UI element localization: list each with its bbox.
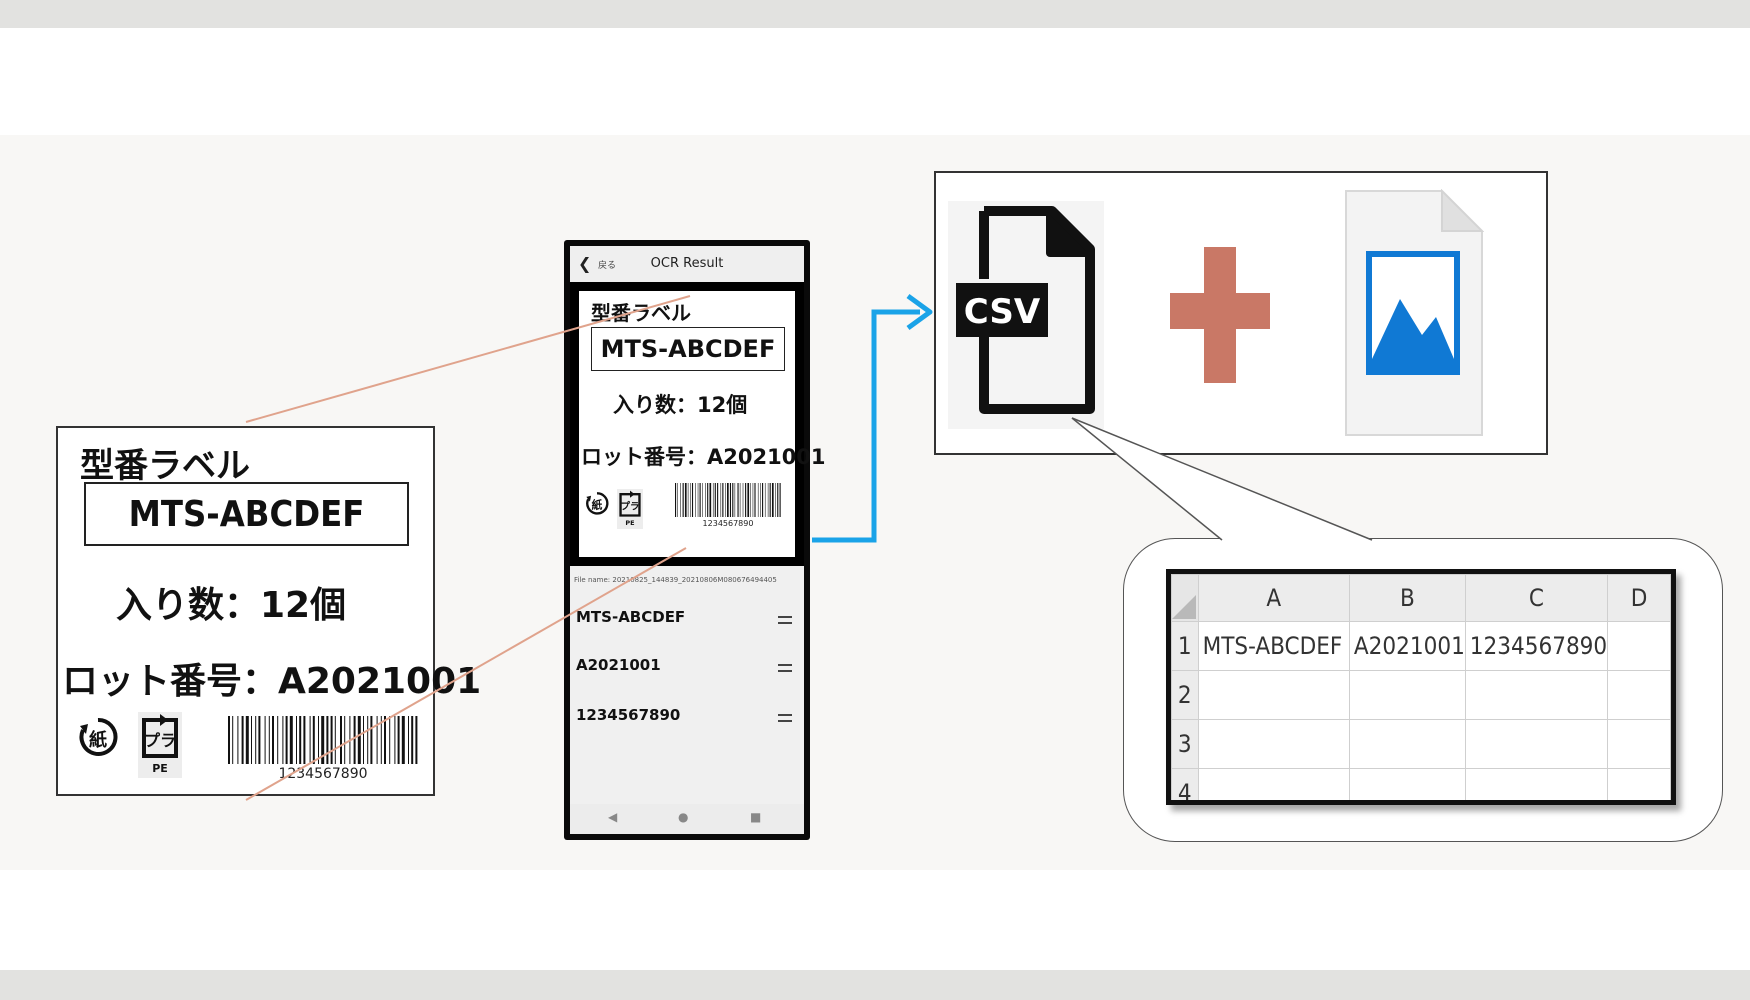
paper-recycle-icon: 紙 <box>586 492 609 515</box>
back-arrow-icon[interactable]: ❮ <box>578 254 592 273</box>
cell[interactable] <box>1348 719 1466 769</box>
csv-file-icon: CSV <box>956 206 1095 414</box>
drag-handle-icon[interactable] <box>778 616 792 624</box>
row-header[interactable]: 2 <box>1171 670 1199 720</box>
plastic-code: PE <box>625 519 634 527</box>
spreadsheet-callout: A B C D 1 MTS-ABCDEF A2021001 1234567890… <box>1123 538 1723 842</box>
system-nav-bar: ◀ ● ■ <box>570 804 804 834</box>
column-header[interactable]: B <box>1348 574 1466 622</box>
spreadsheet-grid: A B C D 1 MTS-ABCDEF A2021001 1234567890… <box>1171 574 1671 800</box>
preview-quantity: 入り数：12個 <box>613 393 748 417</box>
plastic-code: PE <box>152 762 168 775</box>
label-model-number: MTS-ABCDEF <box>84 482 409 546</box>
image-file-icon <box>1345 189 1484 436</box>
preview-model-number: MTS-ABCDEF <box>591 327 785 371</box>
cell[interactable] <box>1348 768 1466 800</box>
column-header-row: A B C D <box>1171 574 1671 622</box>
row-header[interactable]: 4 <box>1171 768 1199 800</box>
barcode-icon <box>228 716 418 764</box>
nav-back-icon[interactable]: ◀ <box>608 810 618 824</box>
plus-icon <box>1170 247 1270 383</box>
drag-handle-icon[interactable] <box>778 714 792 722</box>
result-row[interactable]: MTS-ABCDEF <box>576 602 798 632</box>
preview-lot-number: ロット番号：A2021001 <box>581 445 826 469</box>
result-row[interactable]: A2021001 <box>576 650 798 680</box>
preview-barcode-number: 1234567890 <box>702 519 754 528</box>
top-band <box>0 0 1750 28</box>
spreadsheet-row: 4 <box>1171 768 1671 800</box>
cell[interactable] <box>1464 768 1609 800</box>
file-name: File name: 20210825_144839_20210806M0806… <box>574 576 777 584</box>
nav-home-icon[interactable]: ● <box>678 810 689 824</box>
csv-badge-label: CSV <box>964 292 1041 332</box>
cell[interactable] <box>1348 670 1466 720</box>
cell[interactable]: 1234567890 <box>1464 621 1609 671</box>
column-header[interactable]: C <box>1464 574 1609 622</box>
app-bar: ❮ 戻る OCR Result <box>570 246 804 282</box>
plastic-recycle-icon: プラ PE <box>138 712 182 778</box>
column-header[interactable]: A <box>1197 574 1350 622</box>
preview-label: 型番ラベル MTS-ABCDEF 入り数：12個 ロット番号：A2021001 … <box>579 291 826 557</box>
svg-text:紙: 紙 <box>89 729 107 751</box>
nav-recent-icon[interactable]: ■ <box>750 810 762 824</box>
svg-text:プラ: プラ <box>621 501 640 513</box>
column-header[interactable]: D <box>1607 574 1671 622</box>
label-quantity: 入り数：12個 <box>116 585 347 626</box>
cell[interactable] <box>1197 768 1350 800</box>
barcode-number: 1234567890 <box>278 766 368 782</box>
svg-text:プラ: プラ <box>144 731 176 750</box>
label-title: 型番ラベル <box>80 446 250 486</box>
result-row[interactable]: 1234567890 <box>576 700 798 730</box>
spreadsheet: A B C D 1 MTS-ABCDEF A2021001 1234567890… <box>1166 569 1676 805</box>
result-value: 1234567890 <box>576 706 681 724</box>
result-value: MTS-ABCDEF <box>576 608 686 626</box>
spreadsheet-row: 2 <box>1171 670 1671 720</box>
svg-text:紙: 紙 <box>592 499 603 512</box>
cell[interactable] <box>1464 719 1609 769</box>
cell[interactable] <box>1464 670 1609 720</box>
product-label: 型番ラベル MTS-ABCDEF 入り数：12個 ロット番号：A2021001 … <box>56 426 481 796</box>
smartphone: ❮ 戻る OCR Result 型番ラベル MTS-ABCDEF 入り数：12個… <box>564 240 826 840</box>
cell[interactable] <box>1607 670 1671 720</box>
output-files-box: CSV <box>934 171 1548 455</box>
captured-image-preview: 型番ラベル MTS-ABCDEF 入り数：12個 ロット番号：A2021001 … <box>570 282 826 566</box>
cell[interactable] <box>1197 719 1350 769</box>
cell[interactable] <box>1607 719 1671 769</box>
spreadsheet-row: 3 <box>1171 719 1671 769</box>
screen-title: OCR Result <box>650 256 724 271</box>
barcode-icon <box>675 483 781 517</box>
paper-recycle-icon: 紙 <box>79 717 118 756</box>
row-header[interactable]: 1 <box>1171 621 1199 671</box>
cell[interactable] <box>1197 670 1350 720</box>
back-button-label[interactable]: 戻る <box>598 261 617 271</box>
row-header[interactable]: 3 <box>1171 719 1199 769</box>
spreadsheet-row: 1 MTS-ABCDEF A2021001 1234567890 <box>1171 621 1671 671</box>
phone-screen: ❮ 戻る OCR Result 型番ラベル MTS-ABCDEF 入り数：12個… <box>570 246 826 834</box>
cell[interactable] <box>1607 768 1671 800</box>
select-all-corner[interactable] <box>1171 574 1199 622</box>
result-value: A2021001 <box>576 656 661 674</box>
cell[interactable]: MTS-ABCDEF <box>1197 621 1350 671</box>
cell[interactable]: A2021001 <box>1348 621 1466 671</box>
preview-label-title: 型番ラベル <box>591 301 691 325</box>
cell[interactable] <box>1607 621 1671 671</box>
drag-handle-icon[interactable] <box>778 664 792 672</box>
label-lot-number: ロット番号：A2021001 <box>62 661 482 702</box>
bottom-band <box>0 970 1750 1000</box>
plastic-recycle-icon: プラ PE <box>617 489 643 529</box>
